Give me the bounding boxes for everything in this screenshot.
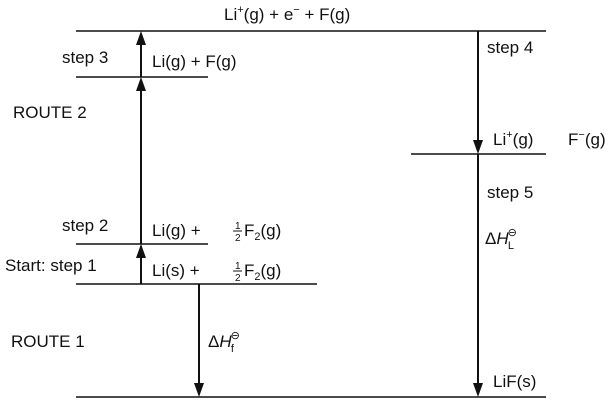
formation-enthalpy-label: ΔH⊖f <box>208 330 240 355</box>
fluoride-ion-label: F−(g) <box>568 129 606 149</box>
step2-half-num: 1 <box>235 221 241 232</box>
step2-level-label: Li(g) + <box>152 221 201 240</box>
step3-level-label: Li(g) + F(g) <box>152 52 237 71</box>
arrowhead-step5 <box>473 383 483 397</box>
top-level-label: Li+(g) + e− + F(g) <box>224 4 350 24</box>
step2-f2-label: F2(g) <box>244 221 281 243</box>
step1-half-num: 1 <box>235 261 241 272</box>
step1-level-label: Li(s) + <box>152 261 200 280</box>
step5-label: step 5 <box>487 183 533 202</box>
arrowhead-formation <box>194 383 204 397</box>
arrowhead-step1 <box>136 244 146 258</box>
lattice-enthalpy-label: ΔH⊖L <box>485 227 517 252</box>
arrowhead-step2 <box>136 77 146 91</box>
step4-label: step 4 <box>487 38 533 57</box>
step1-half-den: 2 <box>235 273 241 284</box>
arrowhead-step3 <box>136 31 146 45</box>
step2-half-den: 2 <box>235 233 241 244</box>
step1-f2-label: F2(g) <box>244 261 281 283</box>
route2-label: ROUTE 2 <box>13 103 87 122</box>
arrowhead-step4 <box>473 140 483 154</box>
route1-label: ROUTE 1 <box>11 332 85 351</box>
step3-label: step 3 <box>62 48 108 67</box>
product-level-label: LiF(s) <box>493 372 536 391</box>
step2-label: step 2 <box>62 216 108 235</box>
step1-label: Start: step 1 <box>5 256 97 275</box>
ions-level-label: Li+(g) <box>493 129 533 149</box>
